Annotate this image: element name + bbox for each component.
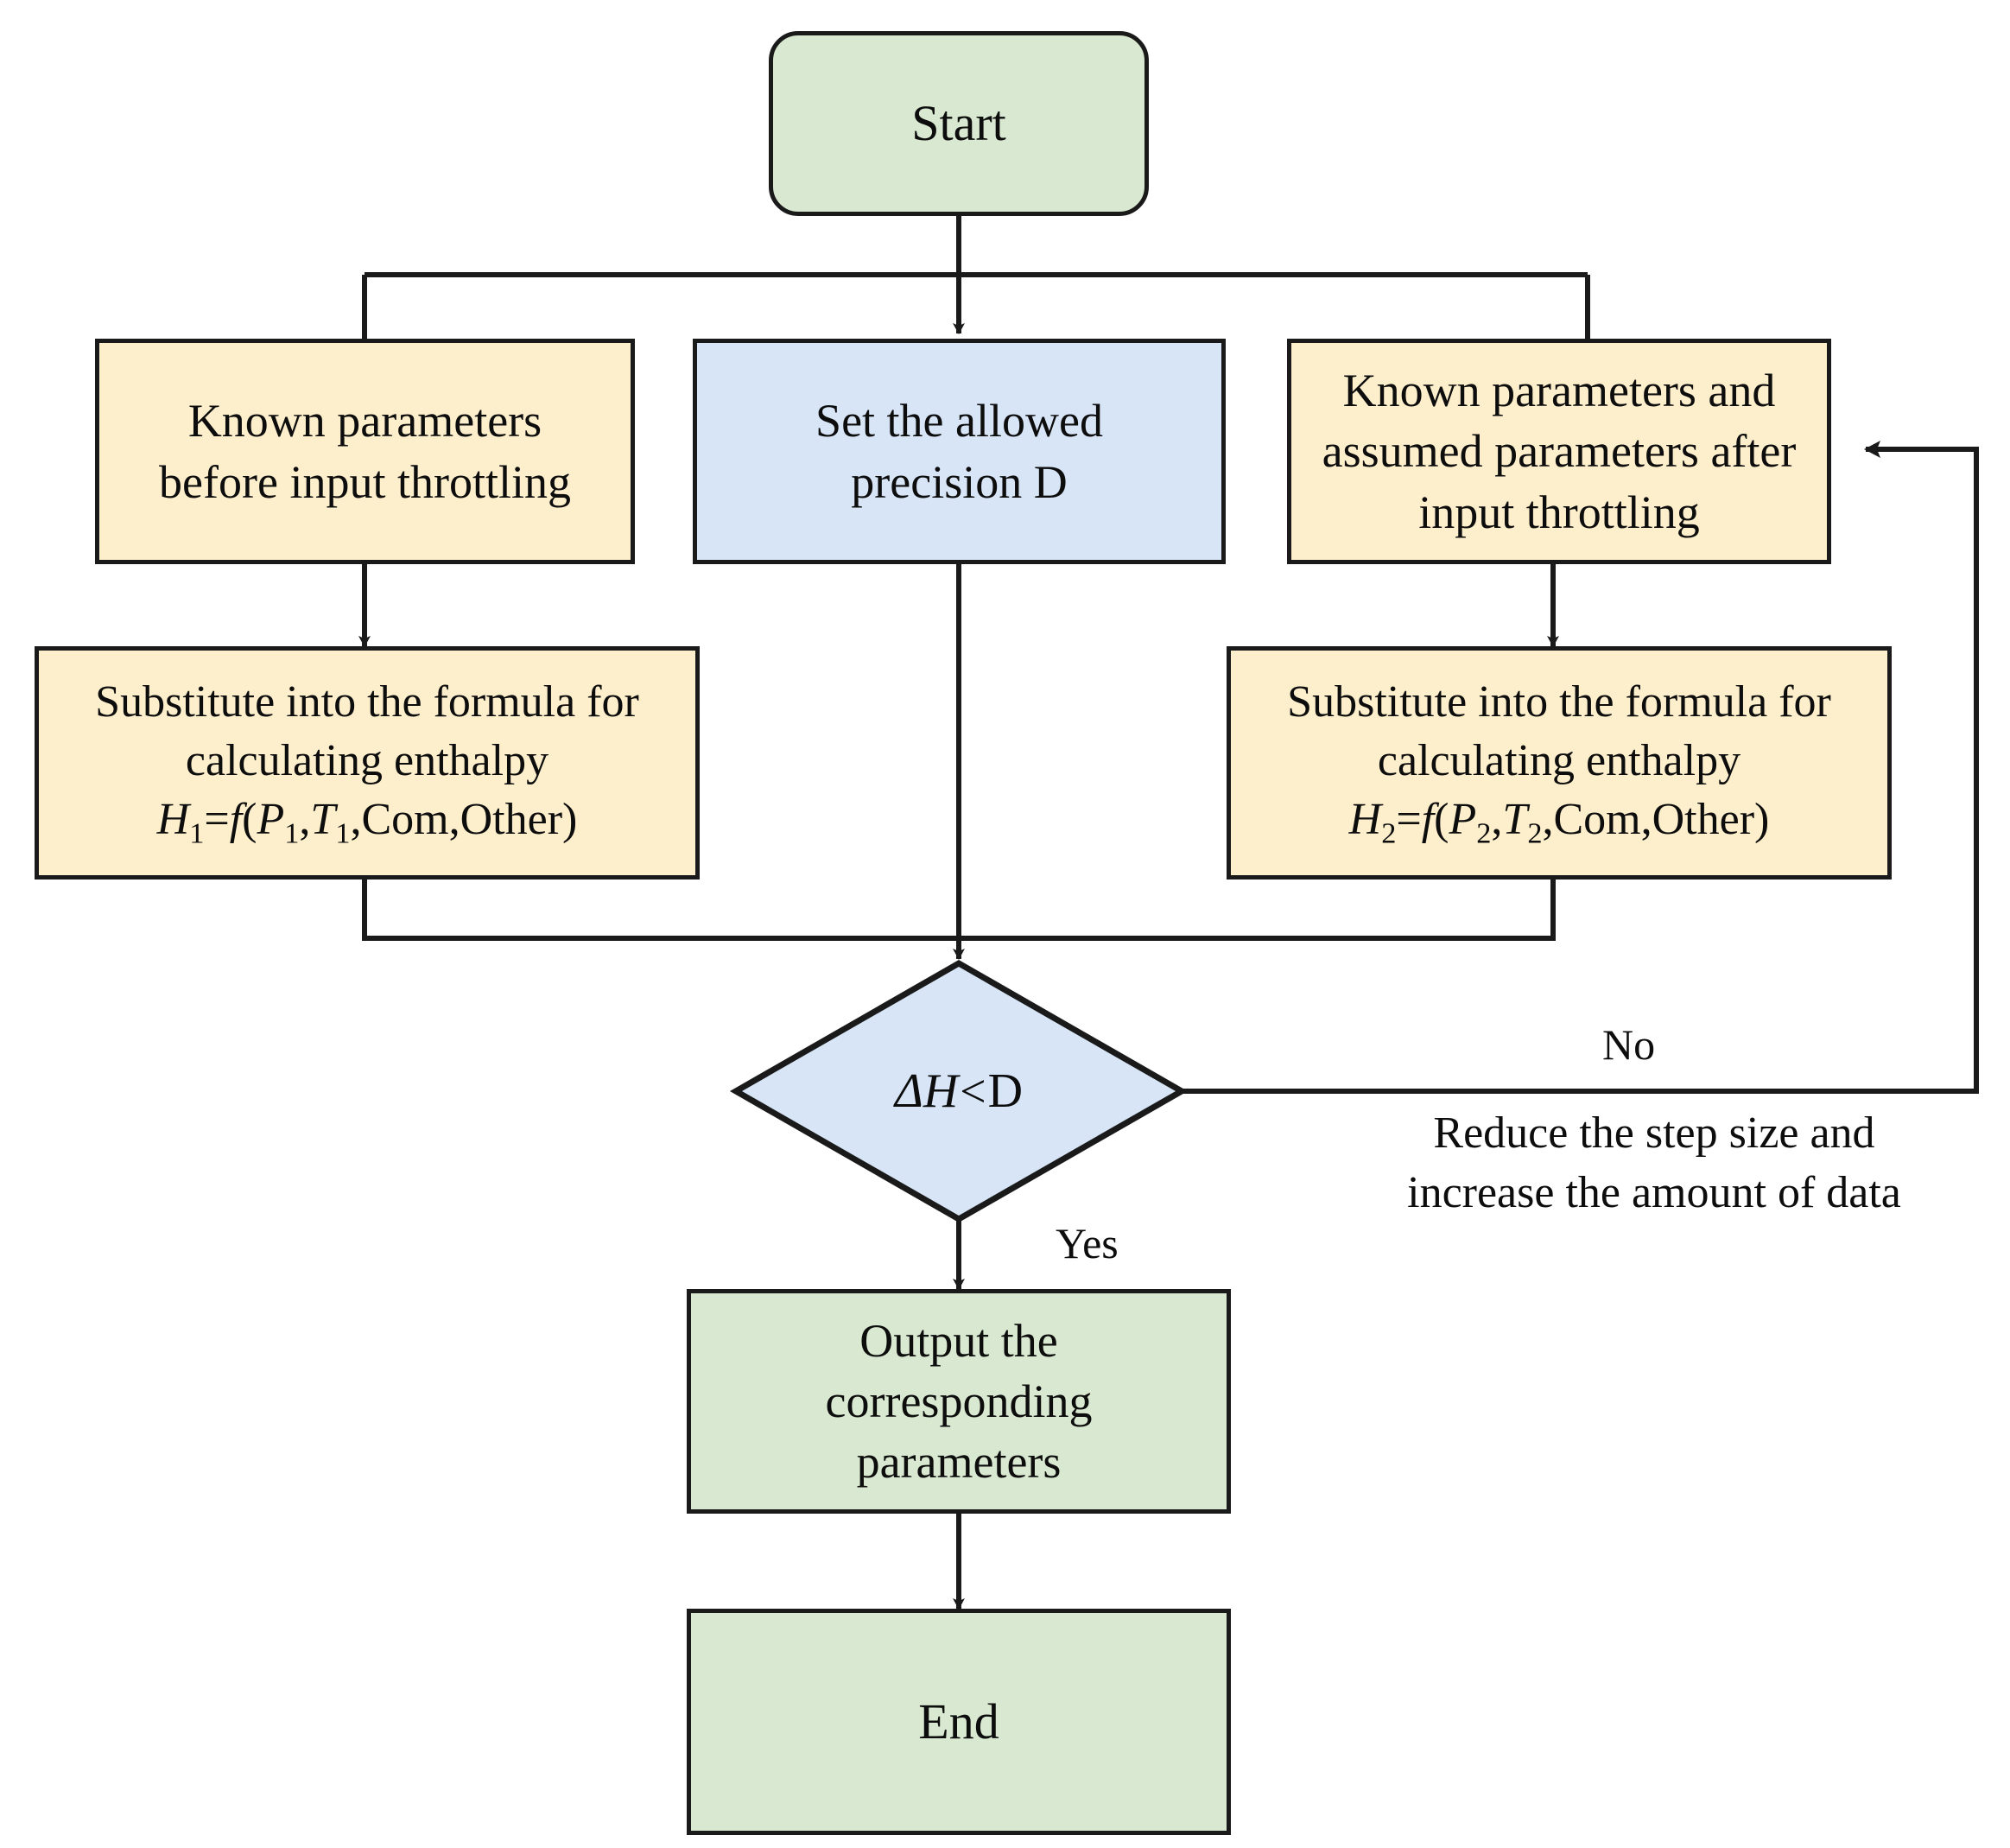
formula-right-t: T [1502, 794, 1528, 844]
node-end-label: End [918, 1693, 999, 1750]
formula-left-open: ( [242, 794, 257, 844]
formula-right-line2: calculating enthalpy [1377, 736, 1741, 786]
formula-left-t-sub: 1 [335, 816, 351, 849]
edge-formula-left-to-merge [362, 880, 959, 941]
known-after-line2: assumed parameters after [1322, 425, 1797, 478]
set-precision-line1: Set the allowed [815, 395, 1103, 448]
set-precision-line2: precision D [851, 455, 1068, 508]
formula-right-t-sub: 2 [1527, 816, 1543, 849]
formula-right-expression: H2=f(P2,T2,Com,Other) [1348, 794, 1770, 849]
known-after-line3: input throttling [1418, 486, 1700, 538]
formula-right-f: f [1421, 794, 1435, 844]
formula-right-comma1: , [1491, 794, 1503, 844]
formula-right-line1: Substitute into the formula for [1287, 677, 1831, 727]
node-start-label: Start [911, 95, 1006, 152]
node-set-precision[interactable]: Set the allowed precision D [693, 339, 1226, 564]
formula-right-rest: Com,Other) [1553, 794, 1770, 844]
formula-left-comma2: , [350, 794, 362, 844]
loop-note: Reduce the step size and increase the am… [1322, 1104, 1987, 1222]
formula-left-expression: H1=f(P1,T1,Com,Other) [156, 794, 578, 849]
formula-left-f: f [229, 794, 243, 844]
formula-left-h-sub: 1 [189, 816, 205, 849]
formula-right-eq: = [1396, 794, 1422, 844]
formula-right-p: P [1449, 794, 1477, 844]
edge-formula-right-to-merge [959, 880, 1556, 941]
loop-note-line2: increase the amount of data [1407, 1167, 1901, 1217]
edge-decision-no-feedback-loop [1183, 441, 1979, 1094]
node-formula-left[interactable]: Substitute into the formula for calculat… [35, 646, 700, 880]
node-known-parameters-after[interactable]: Known parameters and assumed parameters … [1287, 339, 1831, 564]
formula-right-h: H [1348, 794, 1382, 844]
output-line3: parameters [856, 1436, 1062, 1489]
node-output[interactable]: Output the corresponding parameters [687, 1289, 1231, 1514]
known-before-line2: before input throttling [159, 455, 571, 508]
known-before-line1: Known parameters [187, 395, 542, 448]
formula-right-p-sub: 2 [1476, 816, 1492, 849]
edge-label-no: No [1602, 1020, 1656, 1069]
node-known-parameters-before[interactable]: Known parameters before input throttling [95, 339, 635, 564]
known-after-line1: Known parameters and [1342, 365, 1776, 417]
formula-left-line2: calculating enthalpy [185, 736, 549, 786]
formula-right-comma2: , [1542, 794, 1554, 844]
output-line1: Output the [859, 1314, 1058, 1367]
decision-diamond [729, 959, 1189, 1223]
loop-note-line1: Reduce the step size and [1433, 1108, 1875, 1158]
node-end[interactable]: End [687, 1609, 1231, 1835]
formula-left-eq: = [204, 794, 230, 844]
formula-left-line1: Substitute into the formula for [95, 677, 639, 727]
formula-left-comma1: , [299, 794, 311, 844]
formula-left-h: H [156, 794, 190, 844]
formula-left-p-sub: 1 [284, 816, 300, 849]
formula-right-h-sub: 2 [1381, 816, 1397, 849]
output-line2: corresponding [825, 1375, 1093, 1427]
node-start[interactable]: Start [769, 31, 1149, 216]
formula-left-p: P [257, 794, 285, 844]
formula-right-open: ( [1434, 794, 1449, 844]
formula-left-t: T [310, 794, 336, 844]
node-formula-right[interactable]: Substitute into the formula for calculat… [1227, 646, 1892, 880]
edge-label-yes: Yes [1056, 1219, 1119, 1267]
formula-left-rest: Com,Other) [361, 794, 578, 844]
